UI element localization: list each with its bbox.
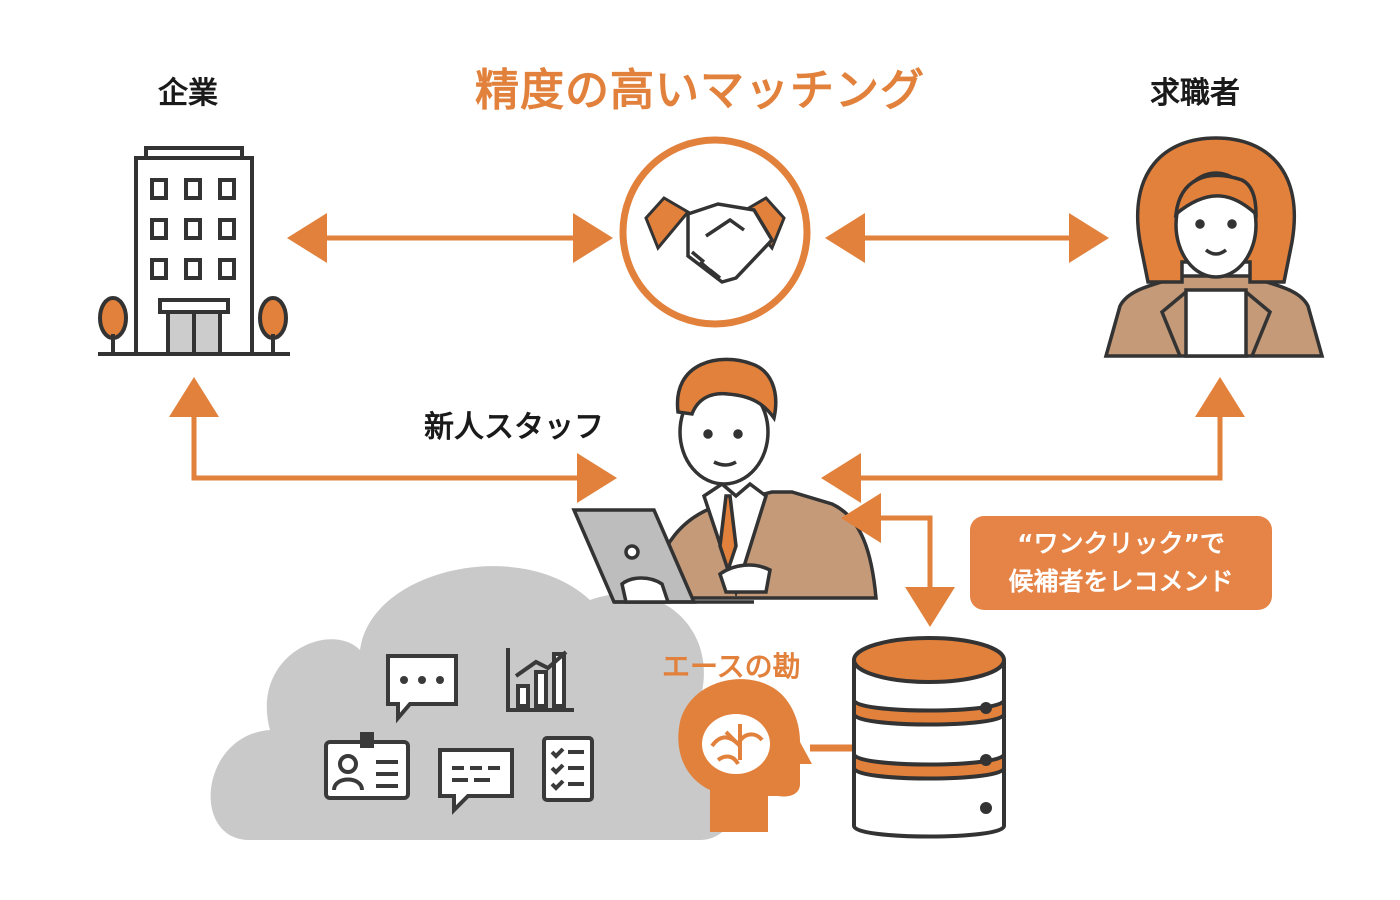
arrow-staff-database	[841, 493, 955, 627]
id-card-icon	[324, 732, 410, 800]
laptop-icon	[571, 508, 772, 604]
callout-line2: 候補者をレコメンド	[1008, 567, 1234, 596]
recommend-callout: “ワンクリック”で 候補者をレコメンド	[970, 516, 1272, 610]
brain-head-icon	[678, 679, 856, 832]
staff-icon	[650, 357, 878, 600]
arrow-staff-company	[169, 377, 617, 503]
database-icon	[852, 636, 1006, 839]
message-icon	[438, 748, 514, 815]
jobseeker-icon	[1103, 136, 1325, 358]
arrow-staff-jobseeker	[821, 377, 1245, 503]
jobseeker-label: 求職者	[1150, 76, 1240, 111]
ace-intuition-label: エースの勘	[662, 650, 801, 683]
bar-chart-icon	[506, 648, 574, 712]
building-icon	[98, 146, 290, 356]
checklist-icon	[542, 736, 594, 802]
callout-line1: “ワンクリック”で	[1017, 529, 1225, 558]
diagram-title: 精度の高いマッチング	[475, 65, 925, 116]
chat-icon	[386, 654, 458, 724]
cloud-icon	[210, 566, 745, 840]
handshake-icon	[619, 136, 811, 328]
company-label: 企業	[158, 76, 218, 111]
